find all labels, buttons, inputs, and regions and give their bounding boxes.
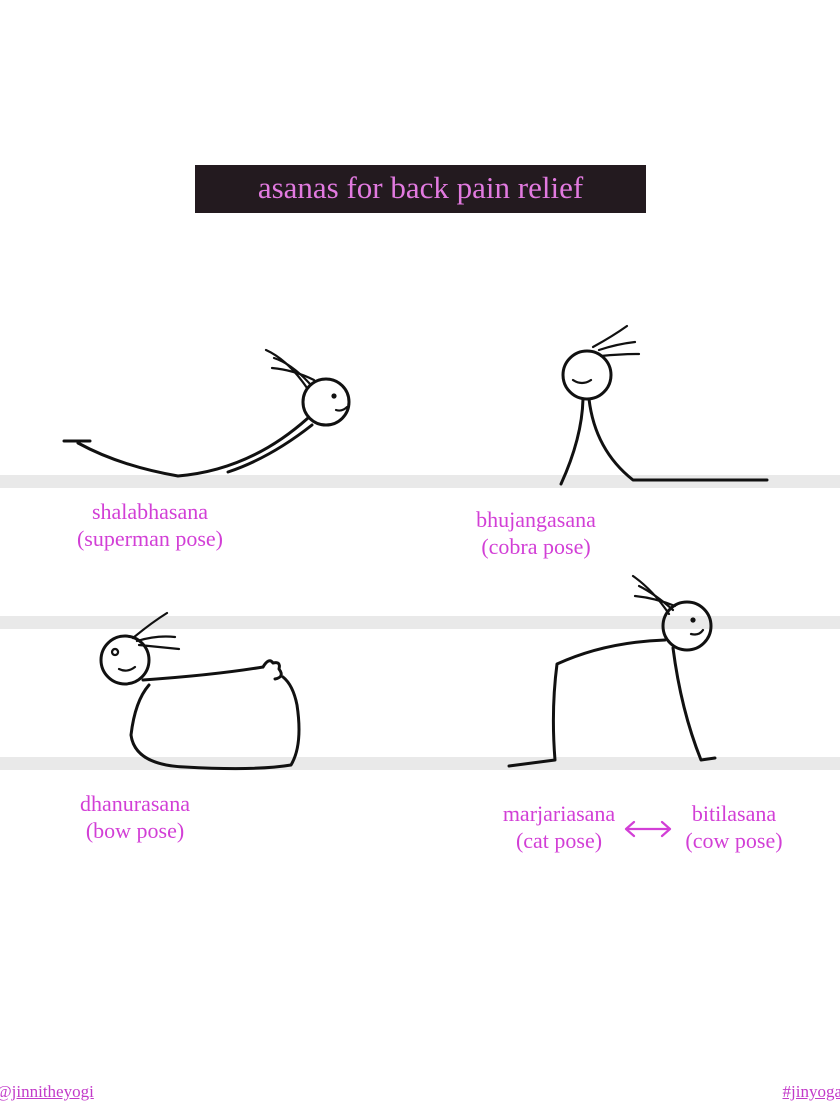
- cobra-pose-figure: [559, 324, 769, 486]
- pose-english-name: (superman pose): [76, 526, 223, 551]
- pose-sanskrit-name: shalabhasana: [91, 499, 209, 524]
- pose-label-superman: shalabhasana (superman pose): [40, 498, 260, 552]
- cat-cow-pose-figure: [507, 574, 717, 768]
- pose-sanskrit-name: bitilasana: [691, 801, 777, 826]
- pose-sanskrit-name: bhujangasana: [476, 507, 596, 532]
- footer-handle-link[interactable]: @jinnitheyogi: [0, 1082, 94, 1101]
- pose-label-cow: bitilasana (cow pose): [672, 800, 796, 854]
- pose-sanskrit-name: marjariasana: [502, 801, 616, 826]
- superman-pose-figure: [62, 348, 351, 478]
- pose-english-name: (cobra pose): [481, 534, 591, 559]
- pose-english-name: (cow pose): [685, 828, 783, 853]
- floor-line-middle: [0, 616, 840, 629]
- footer-hashtag-link[interactable]: #jinyoga: [782, 1082, 840, 1101]
- double-arrow-icon: [624, 820, 672, 838]
- pose-label-cobra: bhujangasana (cobra pose): [446, 506, 626, 560]
- pose-label-cat: marjariasana (cat pose): [489, 800, 629, 854]
- pose-english-name: (cat pose): [515, 828, 603, 853]
- pose-label-bow: dhanurasana (bow pose): [50, 790, 220, 844]
- bow-pose-figure: [99, 611, 301, 771]
- page-title: asanas for back pain relief: [195, 165, 646, 213]
- pose-sanskrit-name: dhanurasana: [80, 791, 190, 816]
- pose-english-name: (bow pose): [85, 818, 185, 843]
